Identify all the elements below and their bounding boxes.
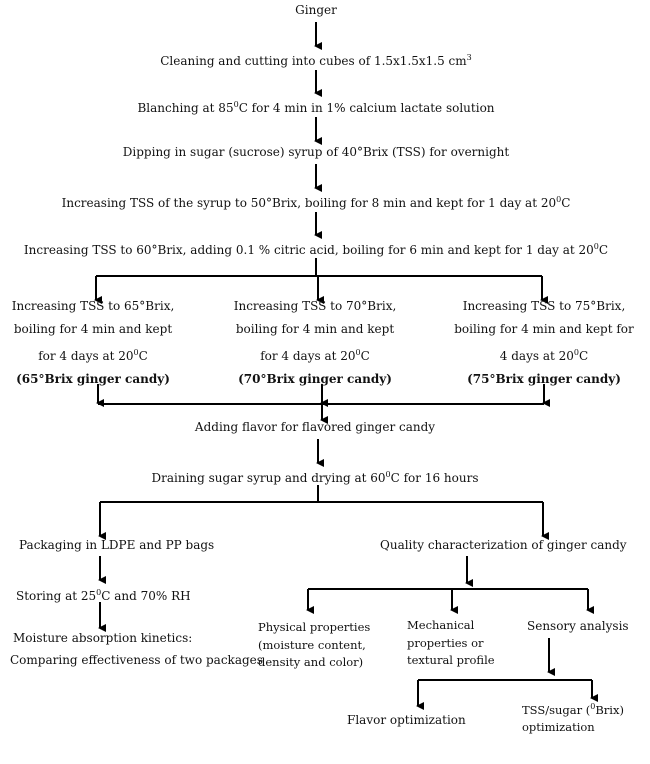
product-65: (65°Brix ginger candy)	[16, 372, 170, 386]
step-tss60: Increasing TSS to 60°Brix, adding 0.1 % …	[23, 242, 609, 257]
step-quality: Quality characterization of ginger candy	[380, 538, 627, 552]
branch-75: Increasing TSS to 75°Brix, boiling for 4…	[454, 299, 634, 386]
product-70: (70°Brix ginger candy)	[238, 372, 392, 386]
step-tss50: Increasing TSS of the syrup to 50°Brix, …	[61, 195, 571, 210]
sensory-analysis: Sensory analysis	[527, 619, 629, 633]
step-draining: Draining sugar syrup and drying at 600C …	[151, 470, 479, 485]
branch-70: Increasing TSS to 70°Brix, boiling for 4…	[233, 299, 397, 386]
step-blanching: Blanching at 850C for 4 min in 1% calciu…	[137, 100, 495, 115]
mechanical-properties: Mechanical properties or textural profil…	[407, 618, 495, 667]
product-75: (75°Brix ginger candy)	[467, 372, 621, 386]
step-ginger: Ginger	[295, 3, 337, 17]
tss-optimization: TSS/sugar (0Brix) optimization	[522, 702, 624, 735]
step-storing: Storing at 250C and 70% RH	[16, 588, 191, 603]
step-dipping: Dipping in sugar (sucrose) syrup of 40°B…	[122, 145, 510, 159]
flavor-optimization: Flavor optimization	[347, 713, 466, 727]
step-packaging: Packaging in LDPE and PP bags	[19, 538, 215, 552]
step-flavor: Adding flavor for flavored ginger candy	[194, 420, 436, 434]
step-kinetics: Moisture absorption kinetics: Comparing …	[10, 631, 263, 667]
step-cleaning: Cleaning and cutting into cubes of 1.5x1…	[160, 53, 472, 68]
branch-65: Increasing TSS to 65°Brix, boiling for 4…	[11, 299, 175, 386]
physical-properties: Physical properties (moisture content, d…	[258, 620, 371, 669]
